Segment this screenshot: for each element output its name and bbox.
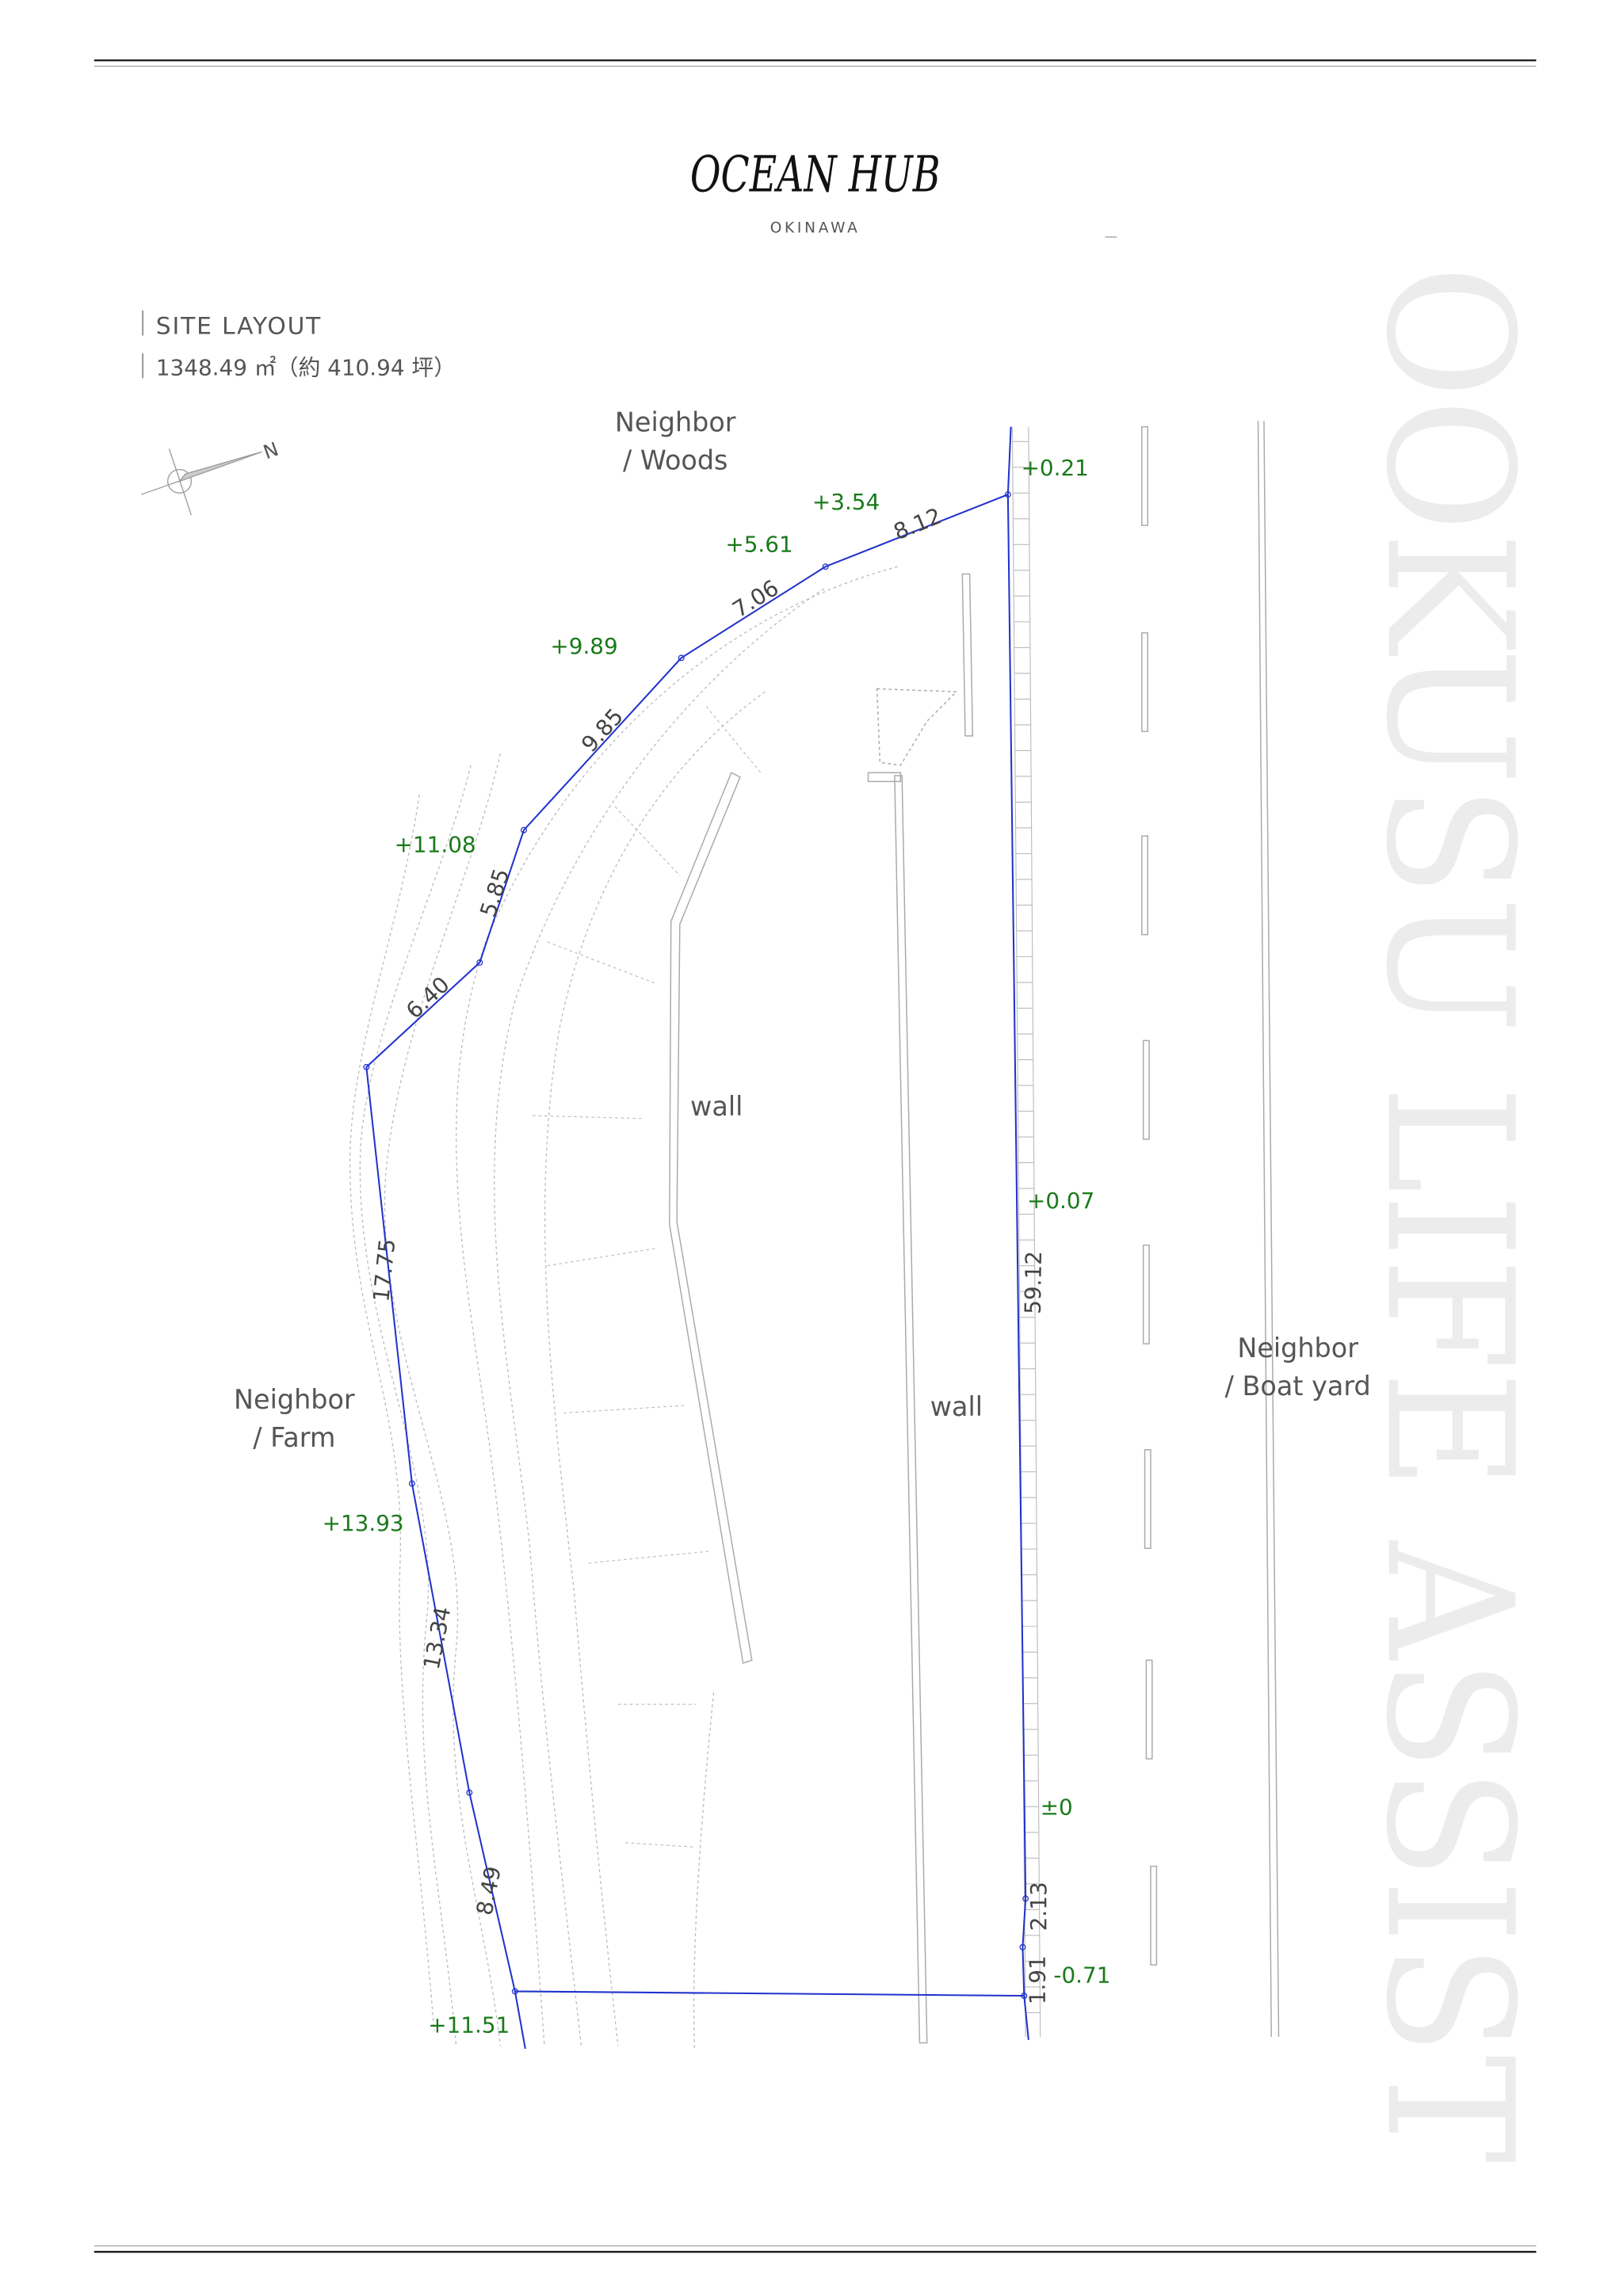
neighbor-boatyard-line1: Neighbor [1237,1333,1358,1363]
neighbor-woods-line1: Neighbor [615,406,736,437]
elevation-label: -0.71 [1053,1962,1110,1988]
dimension-label: 8.49 [472,1864,506,1917]
elevation-label: +13.93 [323,1510,404,1536]
top-rule [94,59,1537,67]
dimension-label: 9.85 [576,704,628,757]
wall-label-east: wall [930,1391,983,1422]
wall-label-west: wall [690,1091,743,1122]
compass-north-label: N [261,438,282,463]
contour-lines [349,566,898,2049]
elevation-label: +9.89 [550,633,617,659]
watermark: OOKUSU LIFE ASSIST [1348,265,1550,2163]
dimension-label: 13.34 [418,1604,456,1672]
elevation-label: +0.21 [1022,455,1089,481]
dimension-label: 5.85 [475,865,515,920]
neighbor-boatyard-line2: / Boat yard [1225,1371,1371,1402]
dimension-label: 1.91 [1024,1955,1050,2004]
dimension-label: 59.12 [1020,1251,1047,1314]
compass-icon [141,448,262,516]
neighbor-farm-line2: / Farm [253,1422,335,1453]
slope-hatching [533,706,762,1848]
site-boundary [363,426,1029,2050]
dimension-label: 6.40 [401,971,455,1024]
elevation-label: +11.51 [428,2012,510,2038]
elevation-label: +5.61 [725,532,792,558]
structures [669,573,974,2044]
dimension-label: 17.75 [368,1238,400,1303]
elevation-label: +0.07 [1027,1188,1094,1214]
dimension-label: 2.13 [1025,1882,1052,1931]
road [1105,236,1280,2038]
site-area: 1348.49 ㎡（約 410.94 坪） [156,355,456,381]
dimension-label: 8.12 [890,502,945,545]
neighbor-woods-line2: / Woods [623,445,727,476]
logo: OCEAN HUB [690,144,941,203]
elevation-label: +3.54 [812,489,880,515]
elevation-label: ±0 [1041,1794,1073,1821]
section-title: SITE LAYOUT [156,313,322,341]
elevation-label: +11.08 [395,832,476,858]
bottom-rule [94,2245,1537,2253]
logo-subtitle: OKINAWA [770,220,861,237]
neighbor-farm-line1: Neighbor [234,1384,355,1415]
